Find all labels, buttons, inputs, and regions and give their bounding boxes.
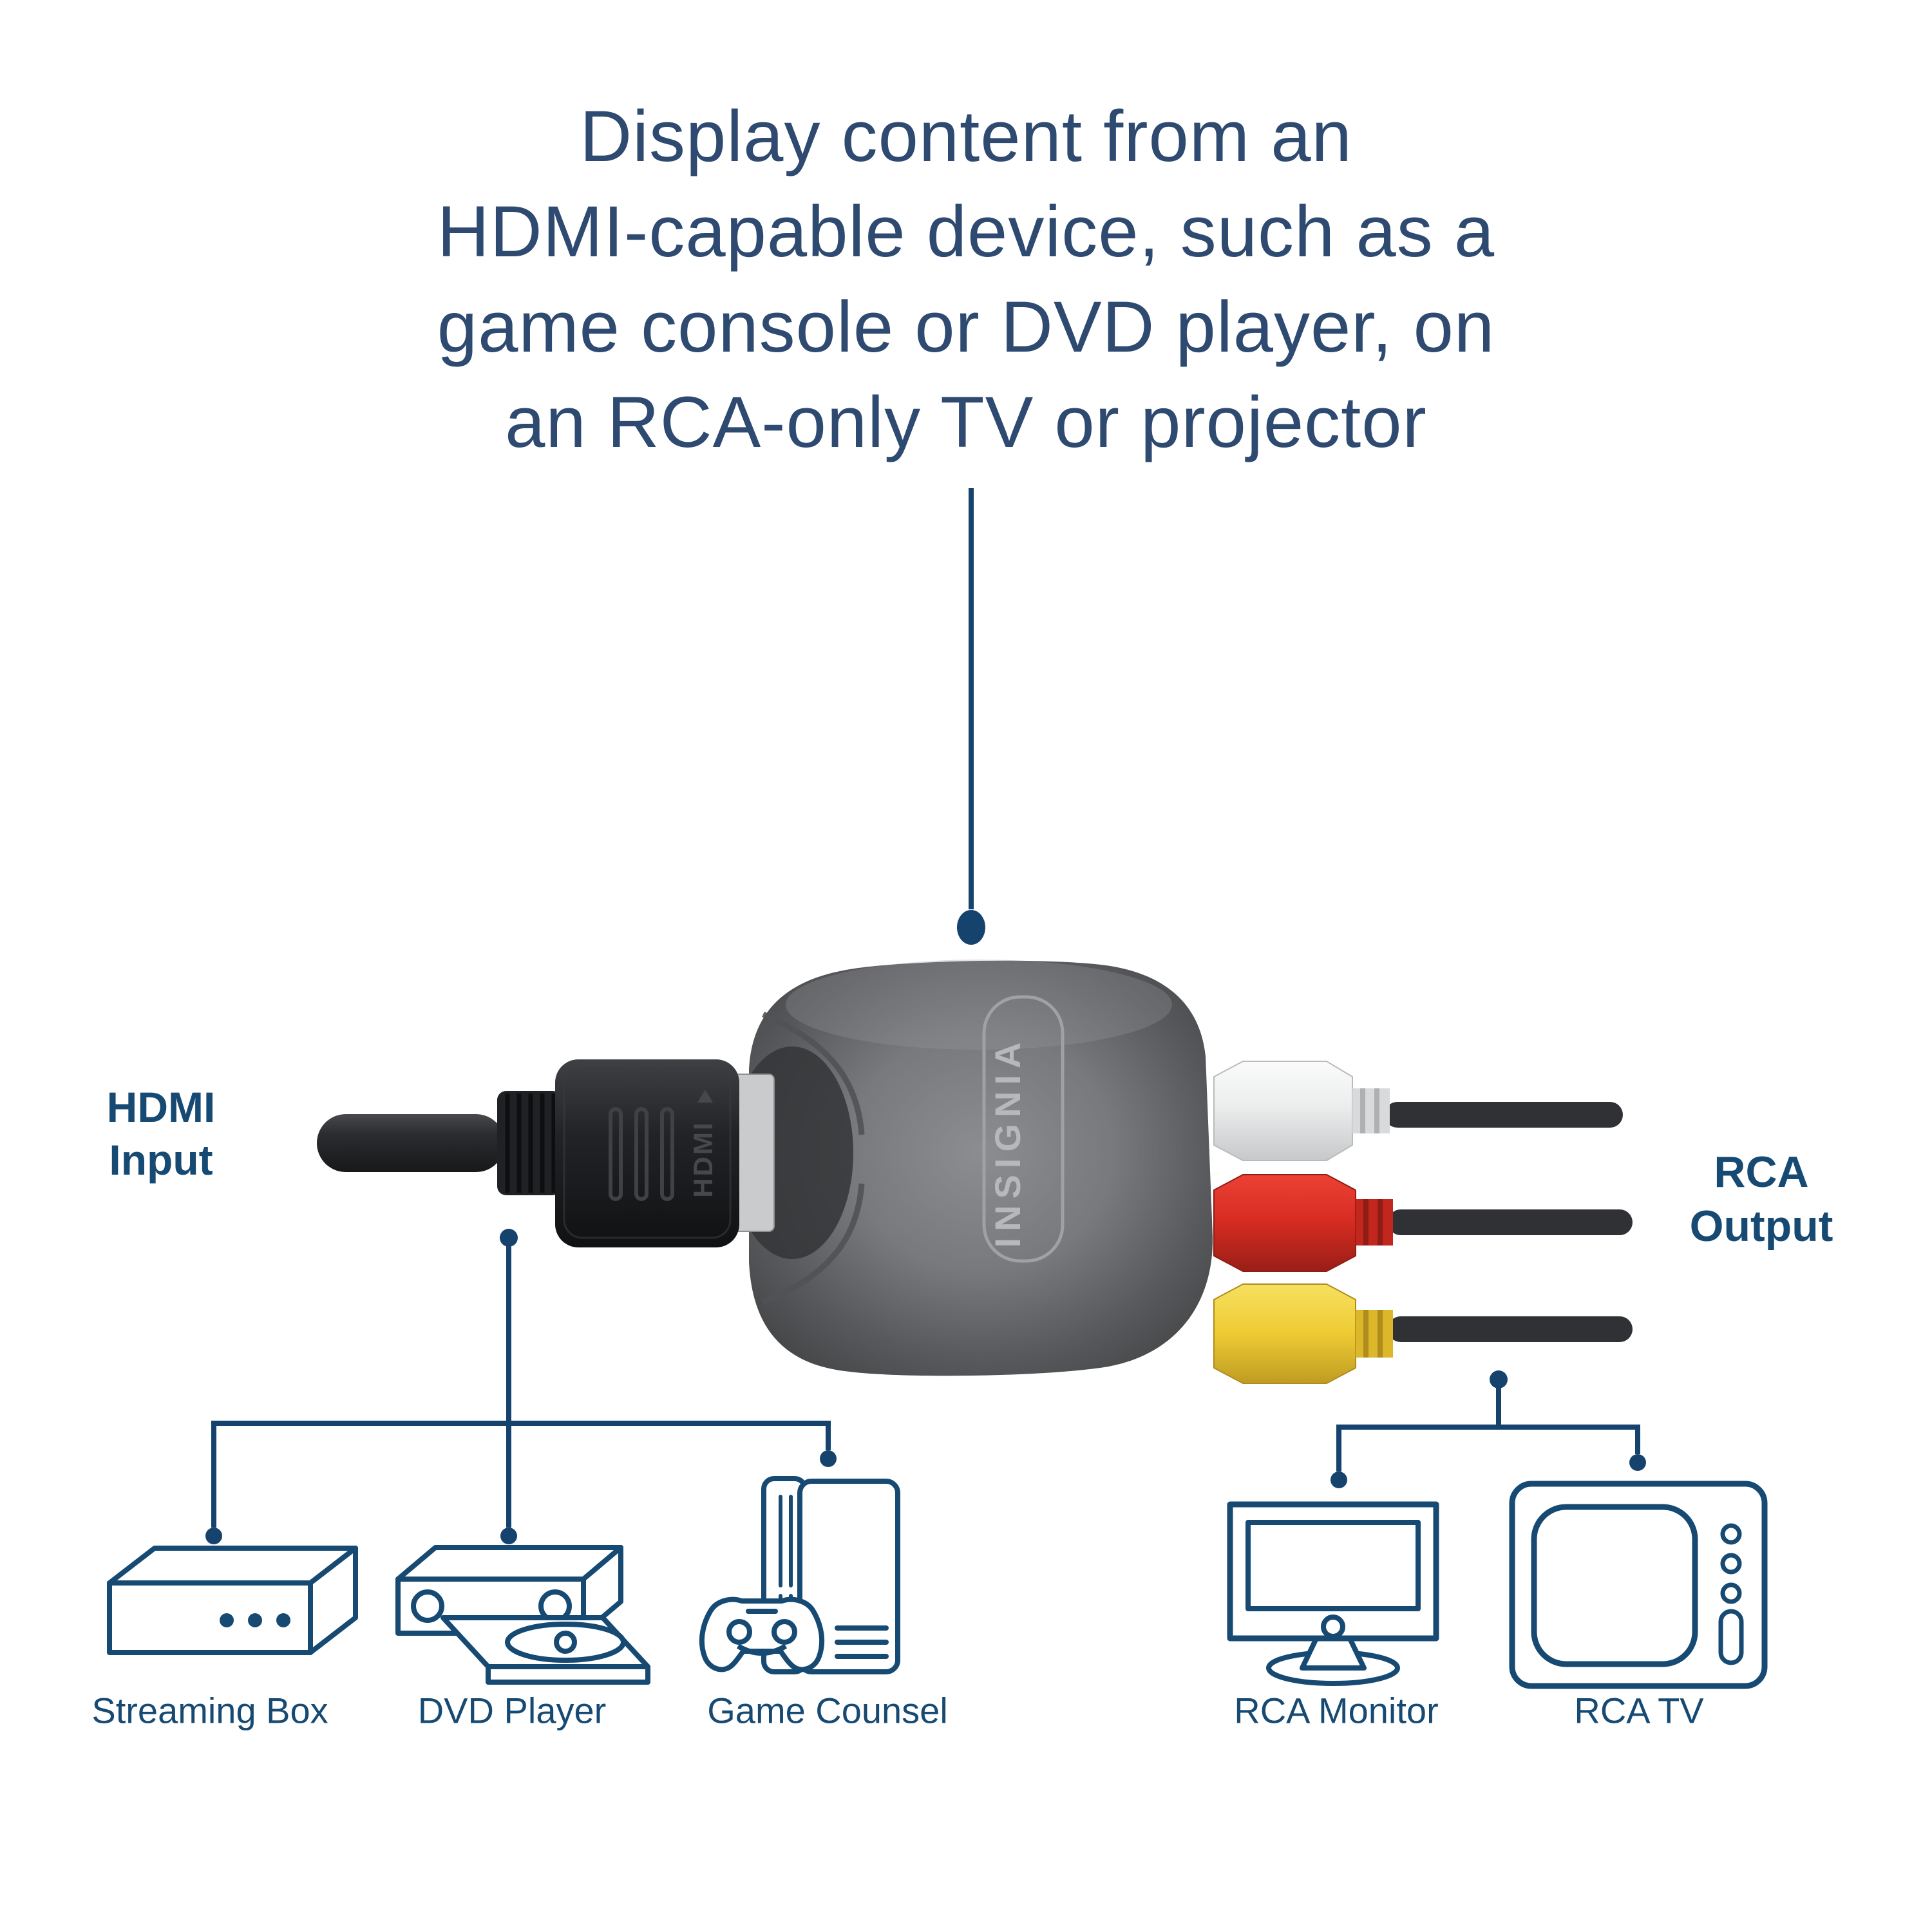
gamepad-icon — [699, 1596, 825, 1672]
hdmi-cable-assembly: HDMI — [317, 1059, 775, 1247]
streaming-box-icon — [107, 1546, 358, 1655]
hdmi-connector-slots — [609, 1107, 674, 1201]
converter-device: INSIGNIA — [731, 960, 1213, 1376]
hdmi-connector-bevel — [563, 1068, 732, 1239]
rca-plug-red — [1213, 1174, 1393, 1272]
rca-cable-white — [1385, 1102, 1623, 1128]
rca-tip-red — [1356, 1199, 1393, 1245]
caption-dvd-player: DVD Player — [417, 1690, 607, 1731]
rca-plug-white — [1213, 1061, 1390, 1161]
rca-cable-red — [1388, 1209, 1633, 1235]
hdmi-pointer-dot — [500, 1229, 518, 1247]
device-groove-upper — [762, 1011, 865, 1135]
game-console-dot — [820, 1450, 837, 1467]
caption-streaming-box: Streaming Box — [91, 1690, 328, 1731]
rca-output-label-line2: Output — [1689, 1202, 1833, 1251]
headline-line-1: Display content from an — [580, 96, 1352, 176]
rca-output-tree — [1331, 1370, 1646, 1488]
device-icons — [107, 1476, 1768, 1689]
rca-cables — [1385, 1102, 1633, 1342]
hdmi-grip-ridges — [505, 1094, 556, 1193]
hdmi-input-label-line2: Input — [109, 1136, 213, 1184]
hdmi-cable — [317, 1114, 505, 1172]
rca-monitor-dot — [1331, 1472, 1347, 1488]
headline: Display content from an HDMI-capable dev… — [0, 89, 1932, 470]
device-body — [749, 960, 1213, 1376]
rca-monitor-icon — [1227, 1501, 1439, 1686]
dvd-player-icon — [395, 1545, 650, 1685]
rca-pointer-dot — [1490, 1370, 1508, 1388]
insignia-logo-text: INSIGNIA — [987, 1036, 1028, 1248]
headline-line-4: an RCA-only TV or projector — [505, 382, 1427, 462]
rca-tip-white — [1352, 1088, 1390, 1133]
game-console-icon — [699, 1476, 900, 1674]
headline-pointer — [957, 488, 985, 945]
rca-output-label-line1: RCA — [1714, 1148, 1809, 1197]
device-groove-lower — [762, 1183, 865, 1305]
streaming-box-dot — [205, 1528, 222, 1544]
headline-pointer-dot — [957, 910, 985, 945]
rca-plug-yellow — [1213, 1283, 1393, 1384]
rca-plugs — [1213, 1061, 1393, 1384]
hdmi-input-label: HDMI Input — [107, 1081, 216, 1186]
device-top-sheen — [786, 960, 1172, 1050]
rca-cable-yellow — [1388, 1316, 1633, 1342]
hdmi-connector-label: HDMI — [688, 1121, 718, 1197]
insignia-badge — [982, 995, 1065, 1263]
hdmi-arrow-icon — [697, 1090, 713, 1103]
dvd-player-dot — [500, 1528, 517, 1544]
caption-game-counsel: Game Counsel — [707, 1690, 948, 1731]
caption-rca-monitor: RCA Monitor — [1234, 1690, 1439, 1731]
hdmi-source-tree — [205, 1229, 837, 1544]
hdmi-input-label-line1: HDMI — [106, 1083, 216, 1131]
rca-output-label: RCA Output — [1690, 1145, 1833, 1253]
rca-tip-yellow — [1356, 1310, 1393, 1358]
rca-tv-icon — [1509, 1481, 1768, 1689]
headline-line-2: HDMI-capable device, such as a — [437, 191, 1495, 272]
rca-tv-dot — [1629, 1454, 1646, 1471]
headline-line-3: game console or DVD player, on — [437, 287, 1495, 367]
caption-rca-tv: RCA TV — [1574, 1690, 1704, 1731]
